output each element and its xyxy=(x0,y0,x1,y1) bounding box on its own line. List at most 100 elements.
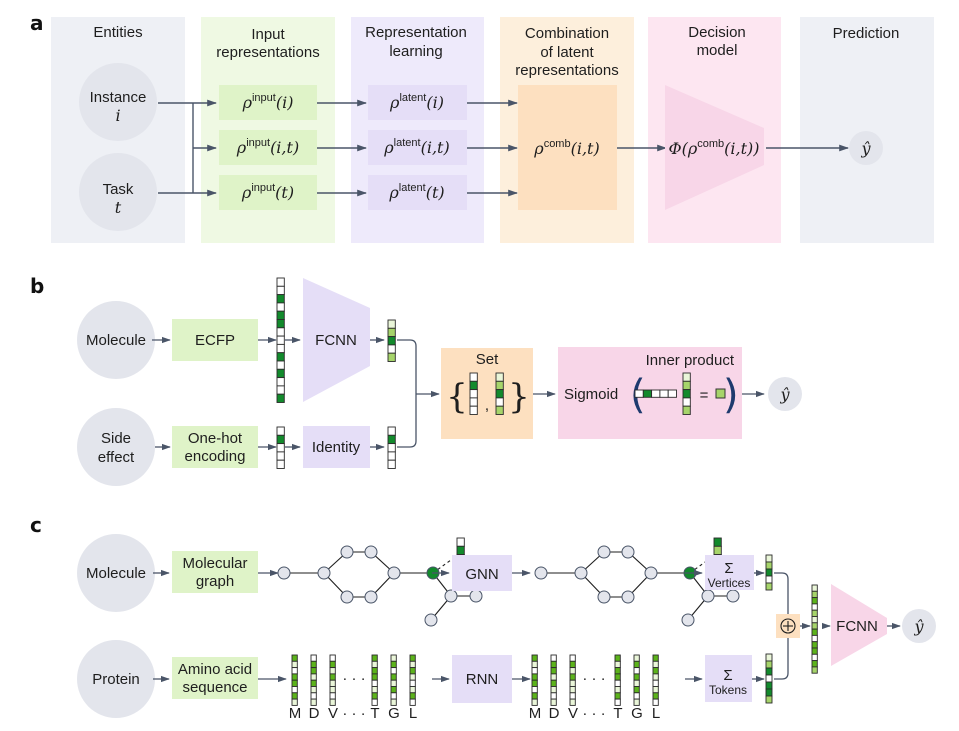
entity-connectors xyxy=(158,99,217,197)
fcnn-trapezoid xyxy=(303,278,370,402)
sum-vertices-symbol: Σ xyxy=(724,560,733,577)
graph-node xyxy=(364,590,378,604)
set-label: Set xyxy=(476,351,499,368)
vector-cell xyxy=(765,688,773,697)
side-effect-label-2: effect xyxy=(98,449,135,466)
molecular-graph-label-2: graph xyxy=(196,573,234,590)
vector-cell xyxy=(409,654,416,662)
vector-cell xyxy=(387,344,396,354)
vector-cell xyxy=(387,443,396,453)
vector-cell xyxy=(633,692,640,700)
set-close-brace: } xyxy=(508,377,530,417)
vector-cell xyxy=(682,397,691,407)
vector-cell xyxy=(550,667,557,675)
vector-cell xyxy=(387,451,396,461)
column-title-prediction: Prediction xyxy=(833,25,900,42)
molecular-graph-label-1: Molecular xyxy=(182,555,247,572)
side-effect-circle xyxy=(77,408,155,486)
vector-cell xyxy=(550,654,557,662)
identity-label: Identity xyxy=(312,439,361,456)
vector-cell xyxy=(276,310,285,320)
latent-rep-box xyxy=(368,85,467,120)
vector-cell xyxy=(409,679,416,687)
panel-c: c Molecule Protein Molecular graph Amino… xyxy=(30,513,936,722)
vector-cell xyxy=(633,667,640,675)
column-vector xyxy=(682,372,691,415)
vector-cell xyxy=(371,660,378,669)
sigmoid-label: Sigmoid xyxy=(564,386,618,403)
ellipsis: · · · xyxy=(582,670,605,687)
vector-cell xyxy=(276,360,285,370)
vector-cell xyxy=(276,451,285,461)
vector-cell xyxy=(614,692,621,700)
vector-cell xyxy=(276,459,285,469)
vector-cell xyxy=(276,368,285,379)
vector-cell xyxy=(811,616,818,624)
vector-cell xyxy=(531,654,538,662)
vector-cell xyxy=(811,597,818,605)
vector-cell xyxy=(550,698,557,706)
vector-cell xyxy=(390,667,397,675)
graph-node xyxy=(340,590,354,604)
amino-acid-box xyxy=(172,657,258,699)
vector-cell xyxy=(531,679,538,687)
onehot-label-2: encoding xyxy=(185,448,246,465)
vector-cell xyxy=(495,372,504,382)
prediction-y-hat: ŷ xyxy=(913,617,924,636)
graph-node xyxy=(621,545,635,559)
fcnn-label: FCNN xyxy=(315,332,357,349)
vector-cell xyxy=(495,397,504,407)
vector-cell xyxy=(409,698,416,706)
vector-cell xyxy=(531,686,538,694)
input-to-latent-arrows xyxy=(317,99,367,197)
vector-cell xyxy=(329,679,336,687)
vector-cell xyxy=(390,692,397,700)
vector-cell xyxy=(713,545,722,556)
vector-cell xyxy=(310,686,317,694)
amino-acid-letter: D xyxy=(309,705,320,722)
panel-a-letter: a xyxy=(30,11,44,35)
column-title-comb-3: representations xyxy=(515,62,618,79)
vector-cell xyxy=(469,397,478,407)
sum-tokens-box xyxy=(705,655,752,702)
concatenated-vector xyxy=(811,584,818,674)
graph-node xyxy=(597,590,611,604)
vector-cell xyxy=(765,561,773,570)
vector-cell xyxy=(614,660,621,669)
prediction-circle xyxy=(768,377,802,411)
decision-model-trapezoid xyxy=(665,85,764,210)
vector-cell xyxy=(651,389,661,398)
vector-cell xyxy=(569,679,576,687)
panel-a: a Entities Input representations Represe… xyxy=(30,11,934,243)
vector-cell xyxy=(329,698,336,706)
vector-cell xyxy=(276,377,285,387)
vector-cell xyxy=(310,673,317,681)
sum-tokens-symbol: Σ xyxy=(723,667,732,684)
vector-cell xyxy=(329,673,336,681)
vector-cell xyxy=(682,380,691,391)
vertices-label: Vertices xyxy=(708,576,751,590)
amino-acid-letter: D xyxy=(549,705,560,722)
vector-cell xyxy=(531,692,538,700)
vector-cell xyxy=(633,673,640,681)
vector-cell xyxy=(310,667,317,675)
sum-vertices-box xyxy=(705,555,754,590)
vector-cell xyxy=(569,673,576,681)
vector-cell xyxy=(531,673,538,681)
vector-cell xyxy=(811,634,818,643)
vector-cell xyxy=(387,327,396,338)
vector-cell xyxy=(291,654,298,662)
vector-cell xyxy=(765,660,773,669)
vector-cell xyxy=(642,389,653,398)
column-title-replearn-2: learning xyxy=(389,43,442,60)
latent-rep-formula: ρlatent(t) xyxy=(388,182,444,202)
molecule-circle xyxy=(77,534,155,612)
vector-cell xyxy=(310,660,317,669)
vector-cell xyxy=(495,380,504,391)
vector-cell xyxy=(550,686,557,694)
vector-cell xyxy=(469,405,478,415)
vector-cell xyxy=(652,692,659,700)
amino-acid-label-1: Amino acid xyxy=(178,661,252,678)
vector-cell xyxy=(329,686,336,694)
